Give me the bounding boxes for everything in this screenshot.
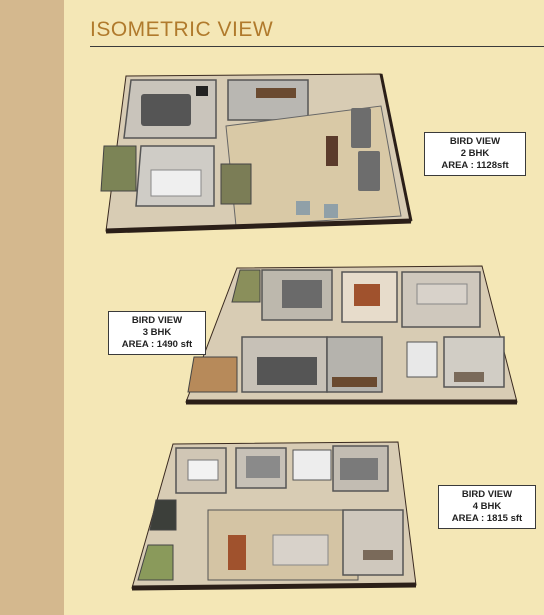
page-title: ISOMETRIC VIEW bbox=[90, 18, 274, 41]
plan-label-3bhk-line2: 3 BHK bbox=[142, 327, 172, 338]
plan-label-4bhk-line1: BIRD VIEW bbox=[461, 489, 513, 500]
floor-plan-2bhk-image bbox=[100, 73, 413, 234]
plan-label-4bhk-line3: AREA : 1815 sft bbox=[451, 513, 523, 524]
plan-label-2bhk-line2: 2 BHK bbox=[460, 148, 490, 159]
plan-label-2bhk: BIRD VIEW 2 BHK AREA : 1128sft bbox=[424, 132, 526, 176]
floor-plan-3bhk-image bbox=[185, 265, 518, 405]
floor-plan-4bhk-image bbox=[131, 441, 417, 591]
title-divider bbox=[90, 46, 544, 47]
plan-label-4bhk-line2: 4 BHK bbox=[472, 501, 502, 512]
plan-label-2bhk-line3: AREA : 1128sft bbox=[441, 160, 509, 171]
plan-label-3bhk-line1: BIRD VIEW bbox=[131, 315, 183, 326]
plan-label-3bhk: BIRD VIEW 3 BHK AREA : 1490 sft bbox=[108, 311, 206, 355]
plan-label-3bhk-line3: AREA : 1490 sft bbox=[121, 339, 193, 350]
plan-label-2bhk-line1: BIRD VIEW bbox=[449, 136, 501, 147]
plan-label-4bhk: BIRD VIEW 4 BHK AREA : 1815 sft bbox=[438, 485, 536, 529]
side-band bbox=[0, 0, 64, 615]
